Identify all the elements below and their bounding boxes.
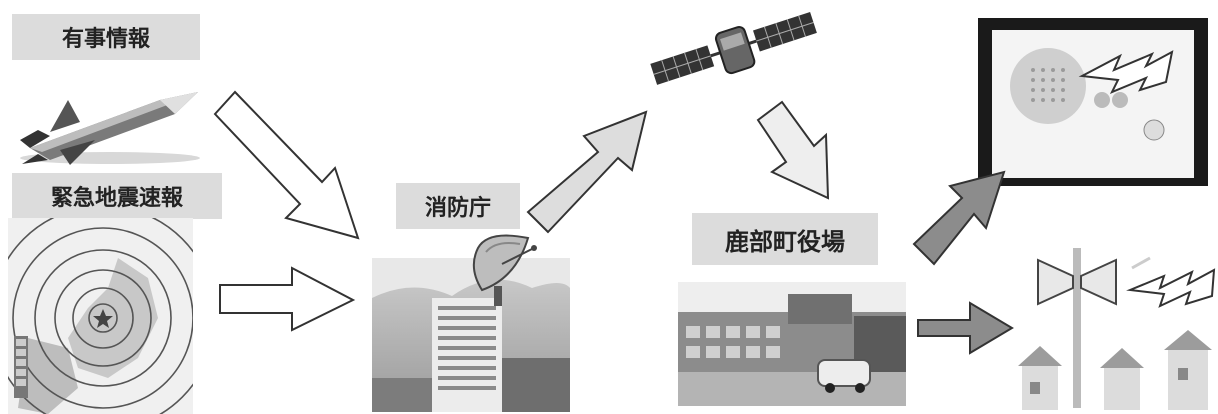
arrow-satellite-to-town	[756, 100, 830, 200]
arrow-fdma-to-satellite	[526, 110, 648, 234]
missile-icon	[10, 70, 215, 165]
fdma-building-photo	[372, 258, 570, 412]
arrow-eew-to-fdma	[219, 266, 356, 332]
satellite-icon	[640, 10, 825, 90]
satellite-dish-icon	[468, 228, 558, 306]
town-office-photo	[678, 282, 906, 406]
arrow-missile-to-fdma	[213, 90, 360, 240]
outdoor-loudspeaker-icon	[1018, 248, 1143, 408]
indoor-receiver-icon	[978, 18, 1208, 186]
houses-icon	[1018, 330, 1213, 410]
label-eew: 緊急地震速報	[12, 173, 222, 219]
label-emergency-info: 有事情報	[12, 14, 200, 60]
label-fdma: 消防庁	[396, 183, 520, 229]
earthquake-intensity-map	[8, 218, 193, 414]
label-town-office: 鹿部町役場	[692, 213, 878, 265]
arrow-town-to-speaker	[917, 301, 1014, 355]
